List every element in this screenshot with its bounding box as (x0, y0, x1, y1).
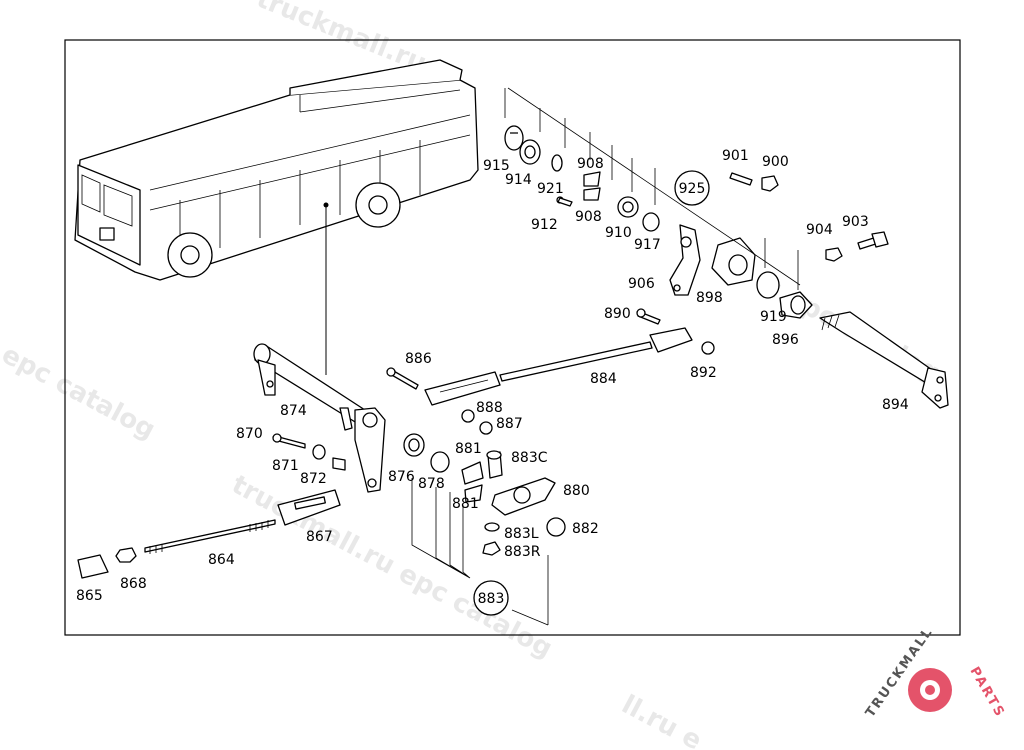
truckmall-logo: TRUCKMALL PARTS (863, 624, 1008, 720)
watermark-2: epc catalog (0, 340, 160, 446)
label-892: 892 (690, 365, 717, 381)
label-867: 867 (306, 529, 333, 545)
label-881-a: 881 (455, 441, 482, 457)
label-906: 906 (628, 276, 655, 292)
group-label-883: 883 (478, 591, 505, 607)
label-894: 894 (882, 397, 909, 413)
label-887: 887 (496, 416, 523, 432)
label-917: 917 (634, 237, 661, 253)
label-919: 919 (760, 309, 787, 325)
label-910: 910 (605, 225, 632, 241)
label-876: 876 (388, 469, 415, 485)
label-896: 896 (772, 332, 799, 348)
rod-assembly (386, 308, 715, 435)
label-881-b: 881 (452, 496, 479, 512)
label-880: 880 (563, 483, 590, 499)
label-871: 871 (272, 458, 299, 474)
label-901: 901 (722, 148, 749, 164)
group-circle-925 (674, 170, 710, 206)
label-874: 874 (280, 403, 307, 419)
shaft-assembly (504, 87, 949, 409)
group-callouts: 925 883 (473, 170, 710, 616)
label-900: 900 (762, 154, 789, 170)
group-label-925: 925 (679, 181, 706, 197)
label-870: 870 (236, 426, 263, 442)
label-908-b: 908 (575, 209, 602, 225)
bus-illustration (74, 59, 479, 281)
logo-text-accent: PARTS (967, 665, 1008, 721)
label-882: 882 (572, 521, 599, 537)
label-908-a: 908 (577, 156, 604, 172)
label-883R: 883R (504, 544, 541, 560)
label-912: 912 (531, 217, 558, 233)
label-872: 872 (300, 471, 327, 487)
diagram-frame (64, 39, 961, 636)
label-883L: 883L (504, 526, 539, 542)
label-898: 898 (696, 290, 723, 306)
bracket-group-883 (403, 433, 566, 626)
label-890: 890 (604, 306, 631, 322)
label-865: 865 (76, 588, 103, 604)
label-883C: 883C (511, 450, 548, 466)
part-labels: 864 865 867 868 870 871 872 874 876 878 … (76, 148, 909, 604)
label-921: 921 (537, 181, 564, 197)
label-903: 903 (842, 214, 869, 230)
label-886: 886 (405, 351, 432, 367)
watermark-5: ll.ru e (617, 690, 707, 750)
bus-pointer-dot (323, 202, 329, 208)
label-914: 914 (505, 172, 532, 188)
label-864: 864 (208, 552, 235, 568)
group-circle-883 (473, 580, 509, 616)
linkage-assembly (77, 343, 386, 579)
label-888: 888 (476, 400, 503, 416)
label-868: 868 (120, 576, 147, 592)
label-904: 904 (806, 222, 833, 238)
label-878: 878 (418, 476, 445, 492)
label-884: 884 (590, 371, 617, 387)
label-915: 915 (483, 158, 510, 174)
